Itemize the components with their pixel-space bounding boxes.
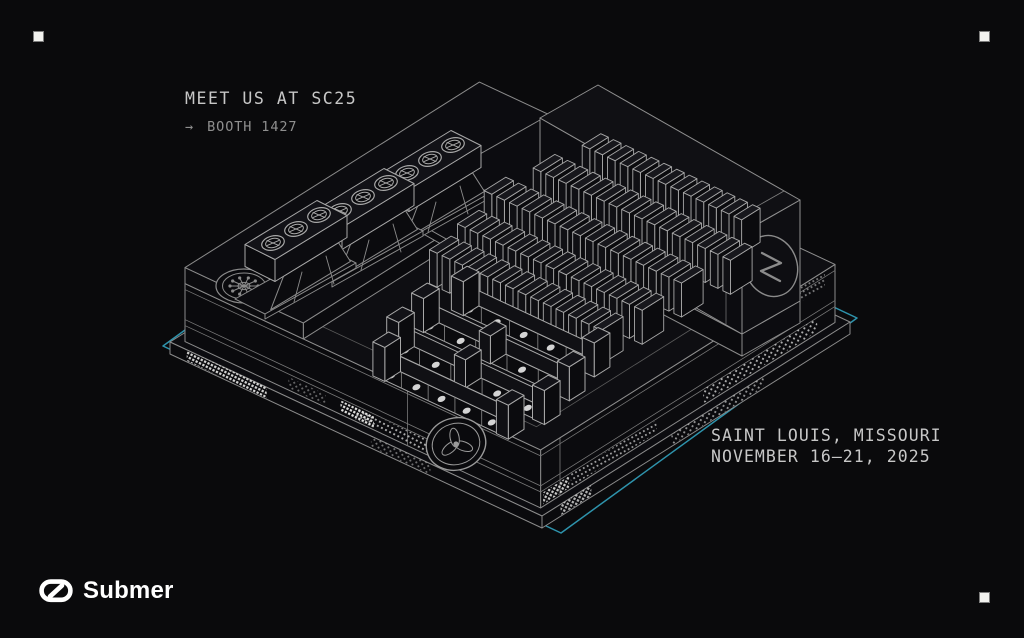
submer-logomark-icon (39, 579, 73, 603)
page-title: MEET US AT SC25 (185, 89, 358, 108)
busbar-rails (372, 265, 611, 440)
fan-icon (425, 416, 487, 472)
corner-square-bottom-right (979, 592, 990, 603)
coupling-gauge-icon (351, 189, 375, 205)
promo-block: MEET US AT SC25 → BOOTH 1427 (185, 89, 357, 135)
coupling-gauge-icon (284, 221, 308, 237)
corner-square-top-right (979, 31, 990, 42)
pump-units (234, 130, 491, 320)
event-location: SAINT LOUIS, MISSOURI (711, 426, 942, 445)
busbar-rail (372, 331, 525, 440)
coupling-gauge-icon (261, 235, 285, 251)
coupling-gauge-icon (441, 137, 465, 153)
pump-unit (234, 200, 357, 320)
booth-row: → BOOTH 1427 (185, 119, 357, 135)
server-fin-array (429, 133, 761, 365)
pump-unit (368, 130, 491, 250)
arrow-right-icon: → (185, 119, 194, 135)
booth-label: BOOTH 1427 (207, 119, 298, 135)
coupling-gauge-icon (374, 175, 398, 191)
coupling-gauge-icon (418, 151, 442, 167)
submer-wordmark: Submer (83, 577, 174, 604)
event-block: SAINT LOUIS, MISSOURI NOVEMBER 16–21, 20… (711, 426, 942, 467)
busbar-rail (411, 282, 586, 402)
submer-logo: Submer (39, 579, 174, 603)
busbar-rail (450, 265, 611, 378)
coupling-gauge-icon (307, 207, 331, 223)
corner-square-top-left (33, 31, 44, 42)
event-dates: NOVEMBER 16–21, 2025 (711, 446, 931, 466)
